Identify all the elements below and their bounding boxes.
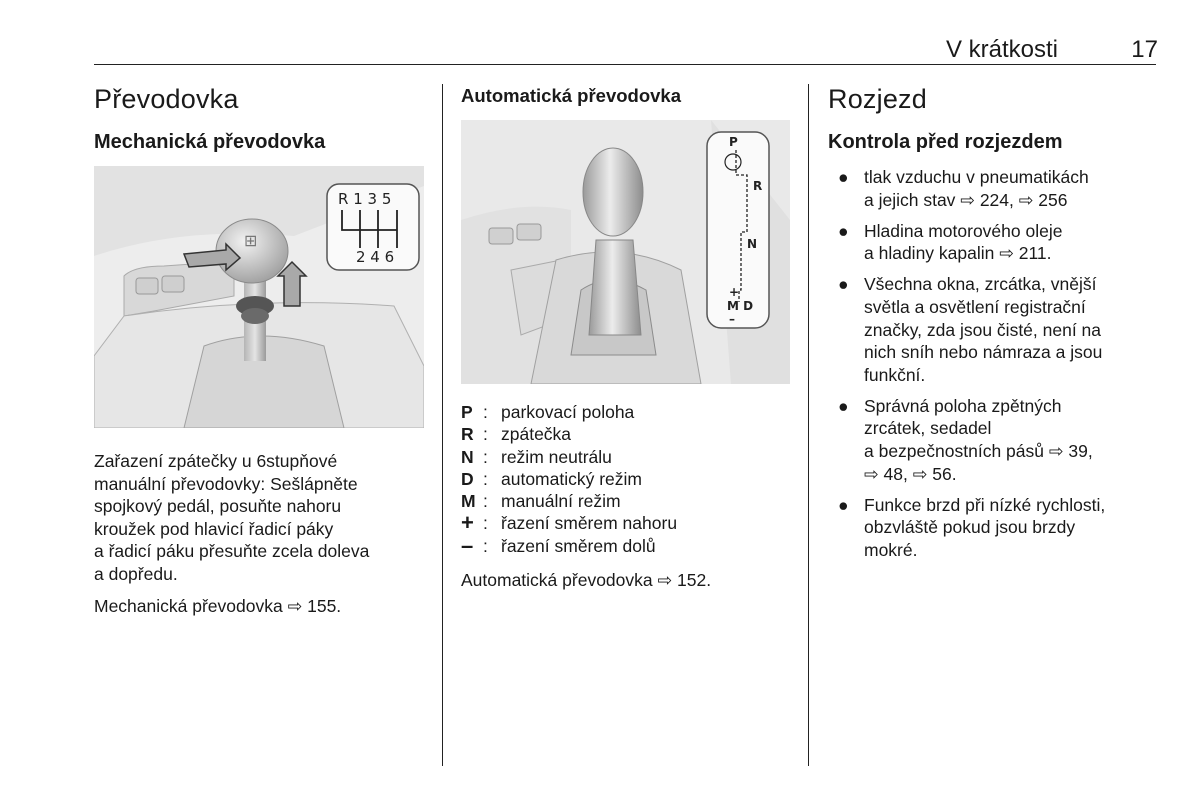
- header-rule: [94, 64, 1156, 65]
- legend-key: M: [461, 491, 476, 512]
- legend-desc: parkovací poloha: [501, 402, 635, 422]
- legend-row: +:řazení směrem nahoru: [461, 510, 678, 536]
- gate-label-r: R: [753, 179, 762, 193]
- legend-key: R: [461, 424, 474, 445]
- legend-key-plus: +: [461, 510, 474, 536]
- legend-key: P: [461, 402, 473, 422]
- legend-desc: manuální režim: [501, 491, 621, 512]
- gate-label-plus: +: [729, 285, 739, 299]
- legend-key: D: [461, 468, 474, 489]
- gear-legend: P:parkovací poloha R:zpátečka N:režim ne…: [461, 401, 791, 592]
- column-manual-transmission: Převodovka Mechanická převodovka: [94, 80, 424, 154]
- gate-label-p: P: [729, 135, 738, 149]
- list-item: ● Funkce brzd při nízké rychlosti,obzvlá…: [838, 494, 1106, 560]
- column-automatic-transmission: Automatická převodovka: [461, 85, 791, 107]
- gate-label-n: N: [747, 237, 757, 251]
- reverse-gear-instructions: Zařazení zpátečky u 6stupňové manuální p…: [94, 450, 424, 617]
- para-line-2: manuální převodovky: Sešlápněte: [94, 473, 358, 494]
- automatic-transmission-reference: Automatická převodovka ⇨ 152.: [461, 570, 712, 591]
- legend-key: N: [461, 446, 474, 467]
- svg-text:⊞: ⊞: [244, 231, 257, 250]
- shift-pattern-top-label: R 1 3 5: [338, 190, 391, 208]
- legend-desc: režim neutrálu: [501, 446, 612, 467]
- legend-row: –:řazení směrem dolů: [461, 532, 656, 558]
- running-header-section: V krátkosti: [945, 36, 1058, 63]
- subsection-title: Kontrola před rozjezdem: [828, 131, 1063, 153]
- automatic-selector-drawing: P R N + M D –: [461, 120, 790, 384]
- page-number: 17: [1131, 36, 1158, 63]
- gate-label-md: M D: [727, 299, 753, 313]
- column-divider-2: [808, 84, 809, 766]
- para-line-4: kroužek pod hlavicí řadicí páky: [94, 518, 334, 539]
- automatic-gear-selector-illustration: P R N + M D –: [461, 120, 790, 384]
- manual-gearshift-drawing: ⊞ R 1 3 5 2 4 6: [94, 166, 424, 428]
- para-line-1: Zařazení zpátečky u 6stupňové: [94, 451, 338, 471]
- shift-pattern-bottom-label: 2 4 6: [356, 248, 394, 266]
- para-line-6: a dopředu.: [94, 563, 178, 584]
- subsection-title: Automatická převodovka: [461, 85, 682, 106]
- manual-gearshift-illustration: ⊞ R 1 3 5 2 4 6: [94, 166, 424, 428]
- legend-row: R:zpátečka: [461, 424, 572, 445]
- legend-desc: řazení směrem dolů: [501, 535, 656, 556]
- legend-desc: zpátečka: [501, 424, 572, 445]
- legend-desc: automatický režim: [501, 468, 643, 489]
- legend-key-minus: –: [461, 532, 474, 558]
- legend-row: P:parkovací poloha: [461, 402, 635, 422]
- section-title: Rozjezd: [828, 84, 927, 114]
- legend-desc: řazení směrem nahoru: [501, 513, 678, 534]
- para-line-3: spojkový pedál, posuňte nahoru: [94, 496, 342, 517]
- column-divider-1: [442, 84, 443, 766]
- legend-row: M:manuální režim: [461, 491, 621, 512]
- legend-row: D:automatický režim: [461, 468, 643, 489]
- para-line-5: a řadicí páku přesuňte zcela doleva: [94, 541, 370, 562]
- column-starting-off: Rozjezd Kontrola před rozjezdem: [828, 80, 1158, 154]
- legend-row: N:režim neutrálu: [461, 446, 612, 467]
- section-title: Převodovka: [94, 84, 239, 114]
- manual-transmission-reference: Mechanická převodovka ⇨ 155.: [94, 595, 342, 616]
- subsection-title: Mechanická převodovka: [94, 131, 326, 153]
- gate-label-minus: –: [729, 312, 735, 326]
